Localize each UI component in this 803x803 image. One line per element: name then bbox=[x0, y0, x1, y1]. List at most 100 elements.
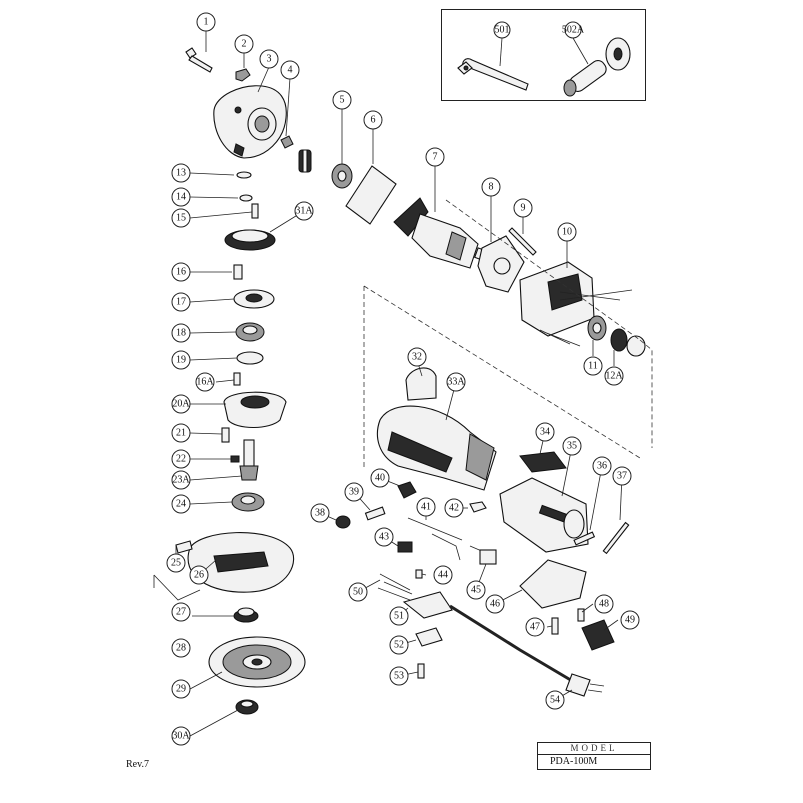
callout-50: 50 bbox=[348, 582, 368, 602]
part-handle-cover-46 bbox=[519, 559, 587, 609]
part-pin-15 bbox=[251, 203, 259, 219]
svg-text:47: 47 bbox=[530, 622, 540, 633]
part-screw-47 bbox=[551, 617, 559, 635]
part-cord-54 bbox=[402, 591, 605, 697]
callout-14: 14 bbox=[171, 187, 191, 207]
callout-layer: 123456789101112A13141531A1617181916A20A2… bbox=[166, 12, 640, 746]
part-screw-44 bbox=[415, 569, 423, 579]
callout-17: 17 bbox=[171, 292, 191, 312]
callout-34: 34 bbox=[535, 422, 555, 442]
part-armature-7 bbox=[393, 197, 492, 269]
part-bearing-5 bbox=[331, 163, 353, 189]
callout-23A: 23A bbox=[171, 470, 191, 490]
callout-10: 10 bbox=[557, 222, 577, 242]
svg-text:45: 45 bbox=[471, 585, 481, 596]
svg-text:3: 3 bbox=[267, 54, 272, 65]
svg-text:22: 22 bbox=[176, 454, 186, 465]
part-screw-48 bbox=[577, 608, 585, 622]
callout-26: 26 bbox=[189, 565, 209, 585]
svg-text:8: 8 bbox=[489, 182, 494, 193]
callout-46: 46 bbox=[485, 594, 505, 614]
part-43 bbox=[397, 541, 413, 553]
callout-33A: 33A bbox=[446, 372, 466, 392]
svg-text:4: 4 bbox=[288, 65, 293, 76]
part-nut-30A bbox=[235, 699, 259, 715]
svg-text:35: 35 bbox=[567, 441, 577, 452]
svg-text:43: 43 bbox=[379, 532, 389, 543]
callout-49: 49 bbox=[620, 610, 640, 630]
svg-text:15: 15 bbox=[176, 213, 186, 224]
callout-15: 15 bbox=[171, 208, 191, 228]
svg-text:48: 48 bbox=[599, 599, 609, 610]
part-rubber-12A bbox=[610, 328, 646, 357]
part-washer-17 bbox=[233, 289, 275, 309]
callout-19: 19 bbox=[171, 350, 191, 370]
svg-text:2: 2 bbox=[242, 39, 247, 50]
part-screw-53 bbox=[417, 663, 425, 679]
svg-text:14: 14 bbox=[176, 192, 186, 203]
callout-40: 40 bbox=[370, 468, 390, 488]
svg-text:9: 9 bbox=[521, 203, 526, 214]
part-wheel-guard-27 bbox=[175, 532, 295, 593]
model-box: MODEL PDA-100M bbox=[537, 742, 651, 770]
svg-text:37: 37 bbox=[617, 471, 627, 482]
svg-text:53: 53 bbox=[394, 671, 404, 682]
accessory-drawings: 501 502A bbox=[457, 21, 631, 97]
svg-text:38: 38 bbox=[315, 508, 325, 519]
svg-text:28: 28 bbox=[176, 643, 186, 654]
part-flange-24 bbox=[231, 492, 265, 512]
part-disc-29 bbox=[208, 636, 306, 688]
part-wires-41 bbox=[407, 517, 485, 561]
part-holder-40 bbox=[397, 481, 417, 499]
svg-text:39: 39 bbox=[349, 487, 359, 498]
svg-text:23A: 23A bbox=[172, 475, 190, 486]
callout-18: 18 bbox=[171, 323, 191, 343]
callout-44: 44 bbox=[433, 565, 453, 585]
part-brush-holder-8 bbox=[477, 235, 525, 293]
part-screw-9 bbox=[508, 227, 537, 256]
callout-16: 16 bbox=[171, 262, 191, 282]
svg-text:19: 19 bbox=[176, 355, 186, 366]
callout-43: 43 bbox=[374, 527, 394, 547]
callout-7: 7 bbox=[425, 147, 445, 167]
svg-text:13: 13 bbox=[176, 168, 186, 179]
svg-text:26: 26 bbox=[194, 570, 204, 581]
svg-text:16A: 16A bbox=[196, 377, 214, 388]
svg-text:51: 51 bbox=[394, 611, 404, 622]
callout-32: 32 bbox=[407, 347, 427, 367]
callout-45: 45 bbox=[466, 580, 486, 600]
svg-text:21: 21 bbox=[176, 428, 186, 439]
svg-text:18: 18 bbox=[176, 328, 186, 339]
part-45 bbox=[479, 549, 497, 565]
callout-4: 4 bbox=[280, 60, 300, 80]
part-switch-housing-35 bbox=[499, 477, 589, 553]
callout-8: 8 bbox=[481, 177, 501, 197]
part-screw-16 bbox=[233, 264, 243, 280]
part-bearing-11 bbox=[587, 315, 607, 341]
part-brush-39 bbox=[364, 506, 386, 521]
callout-24: 24 bbox=[171, 494, 191, 514]
part-spindle bbox=[239, 439, 259, 481]
part-pinion-31A bbox=[298, 149, 312, 173]
svg-text:5: 5 bbox=[340, 95, 345, 106]
part-wire-ends-50 bbox=[377, 573, 413, 601]
part-stator-10 bbox=[519, 261, 633, 347]
svg-text:41: 41 bbox=[421, 502, 431, 513]
svg-text:7: 7 bbox=[433, 152, 438, 163]
wrench-icon bbox=[457, 58, 529, 91]
part-washer-14 bbox=[239, 194, 253, 202]
callout-11: 11 bbox=[583, 356, 603, 376]
callout-47: 47 bbox=[525, 617, 545, 637]
svg-text:44: 44 bbox=[438, 570, 448, 581]
svg-text:52: 52 bbox=[394, 640, 404, 651]
svg-text:36: 36 bbox=[597, 461, 607, 472]
svg-text:33A: 33A bbox=[447, 377, 465, 388]
part-plate-6 bbox=[345, 165, 397, 225]
svg-text:50: 50 bbox=[353, 587, 363, 598]
svg-text:42: 42 bbox=[449, 503, 459, 514]
callout-27: 27 bbox=[171, 602, 191, 622]
part-switch-49 bbox=[581, 619, 615, 651]
svg-text:16: 16 bbox=[176, 267, 186, 278]
callout-35: 35 bbox=[562, 436, 582, 456]
